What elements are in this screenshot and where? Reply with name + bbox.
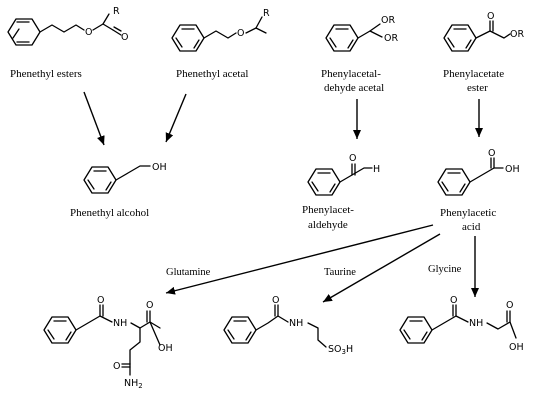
atom-o: O bbox=[146, 300, 153, 311]
atom-o: O bbox=[450, 295, 457, 306]
phenylacetylglycine-structure: O NH O OH bbox=[399, 295, 524, 353]
benzene-ring bbox=[7, 18, 41, 46]
atom-nh: NH bbox=[289, 318, 303, 329]
atom-o: O bbox=[237, 28, 244, 39]
atom-h: H bbox=[373, 164, 380, 175]
label-phenylacetaldehyde-acetal-line1: Phenylacetal- bbox=[321, 68, 381, 80]
phenylacetate-ester-structure: O OR bbox=[443, 11, 524, 52]
phenethyl-alcohol-structure: OH bbox=[83, 162, 167, 194]
reagent-taurine: Taurine bbox=[324, 267, 356, 278]
atom-o: O bbox=[97, 295, 104, 306]
atom-nh: NH bbox=[469, 318, 483, 329]
atom-oh: OH bbox=[158, 343, 173, 354]
arrow-esters-to-alcohol bbox=[83, 91, 105, 146]
reagent-glycine: Glycine bbox=[428, 264, 462, 275]
atom-or: OR bbox=[384, 33, 398, 44]
label-phenethyl-esters: Phenethyl esters bbox=[10, 68, 82, 80]
phenylacetylglutamine-structure: O NH O OH O NH2 bbox=[43, 295, 173, 390]
label-phenylacetaldehyde-line1: Phenylacet- bbox=[302, 204, 354, 216]
atom-oh: OH bbox=[509, 342, 524, 353]
atom-oh: OH bbox=[505, 164, 520, 175]
atom-or: OR bbox=[510, 29, 524, 40]
label-phenethyl-alcohol: Phenethyl alcohol bbox=[70, 207, 149, 219]
label-phenylacetate-ester-line2: ester bbox=[467, 82, 488, 94]
reagent-glutamine: Glutamine bbox=[166, 267, 211, 278]
arrow-acid-to-taurine-conjugate bbox=[322, 233, 441, 303]
phenethyl-esters-structure: O R O bbox=[7, 6, 128, 46]
atom-so3h: SO3H bbox=[328, 344, 353, 356]
phenylacetyltaurine-structure: O NH SO3H bbox=[223, 295, 353, 356]
atom-o: O bbox=[85, 27, 92, 38]
atom-nh2: NH2 bbox=[124, 378, 143, 390]
atom-nh: NH bbox=[113, 318, 127, 329]
atom-o: O bbox=[121, 32, 128, 43]
label-phenylacetic-acid-line2: acid bbox=[462, 221, 481, 233]
label-phenylacetaldehyde-acetal-line2: dehyde acetal bbox=[324, 82, 384, 94]
phenethyl-acetal-structure: O R bbox=[171, 8, 270, 52]
atom-or: OR bbox=[381, 15, 395, 26]
phenylacetaldehyde-acetal-structure: OR OR bbox=[325, 15, 398, 52]
atom-r: R bbox=[263, 8, 270, 19]
atom-o: O bbox=[113, 361, 120, 372]
atom-r: R bbox=[113, 6, 120, 17]
atom-o: O bbox=[487, 11, 494, 22]
arrow-acetal-to-alcohol bbox=[165, 93, 187, 143]
label-phenylacetate-ester-line1: Phenylacetate bbox=[443, 68, 504, 80]
phenylacetaldehyde-structure: O H bbox=[307, 153, 380, 196]
label-phenylacetaldehyde-line2: aldehyde bbox=[308, 219, 348, 231]
arrow-acid-to-glutamine-conjugate bbox=[165, 224, 434, 295]
label-phenylacetic-acid-line1: Phenylacetic bbox=[440, 207, 496, 219]
phenylacetic-acid-structure: O OH bbox=[437, 148, 520, 196]
label-phenethyl-acetal: Phenethyl acetal bbox=[176, 68, 248, 80]
atom-o: O bbox=[272, 295, 279, 306]
atom-oh: OH bbox=[152, 162, 167, 173]
atom-o: O bbox=[488, 148, 495, 159]
atom-o: O bbox=[506, 300, 513, 311]
atom-o: O bbox=[349, 153, 356, 164]
